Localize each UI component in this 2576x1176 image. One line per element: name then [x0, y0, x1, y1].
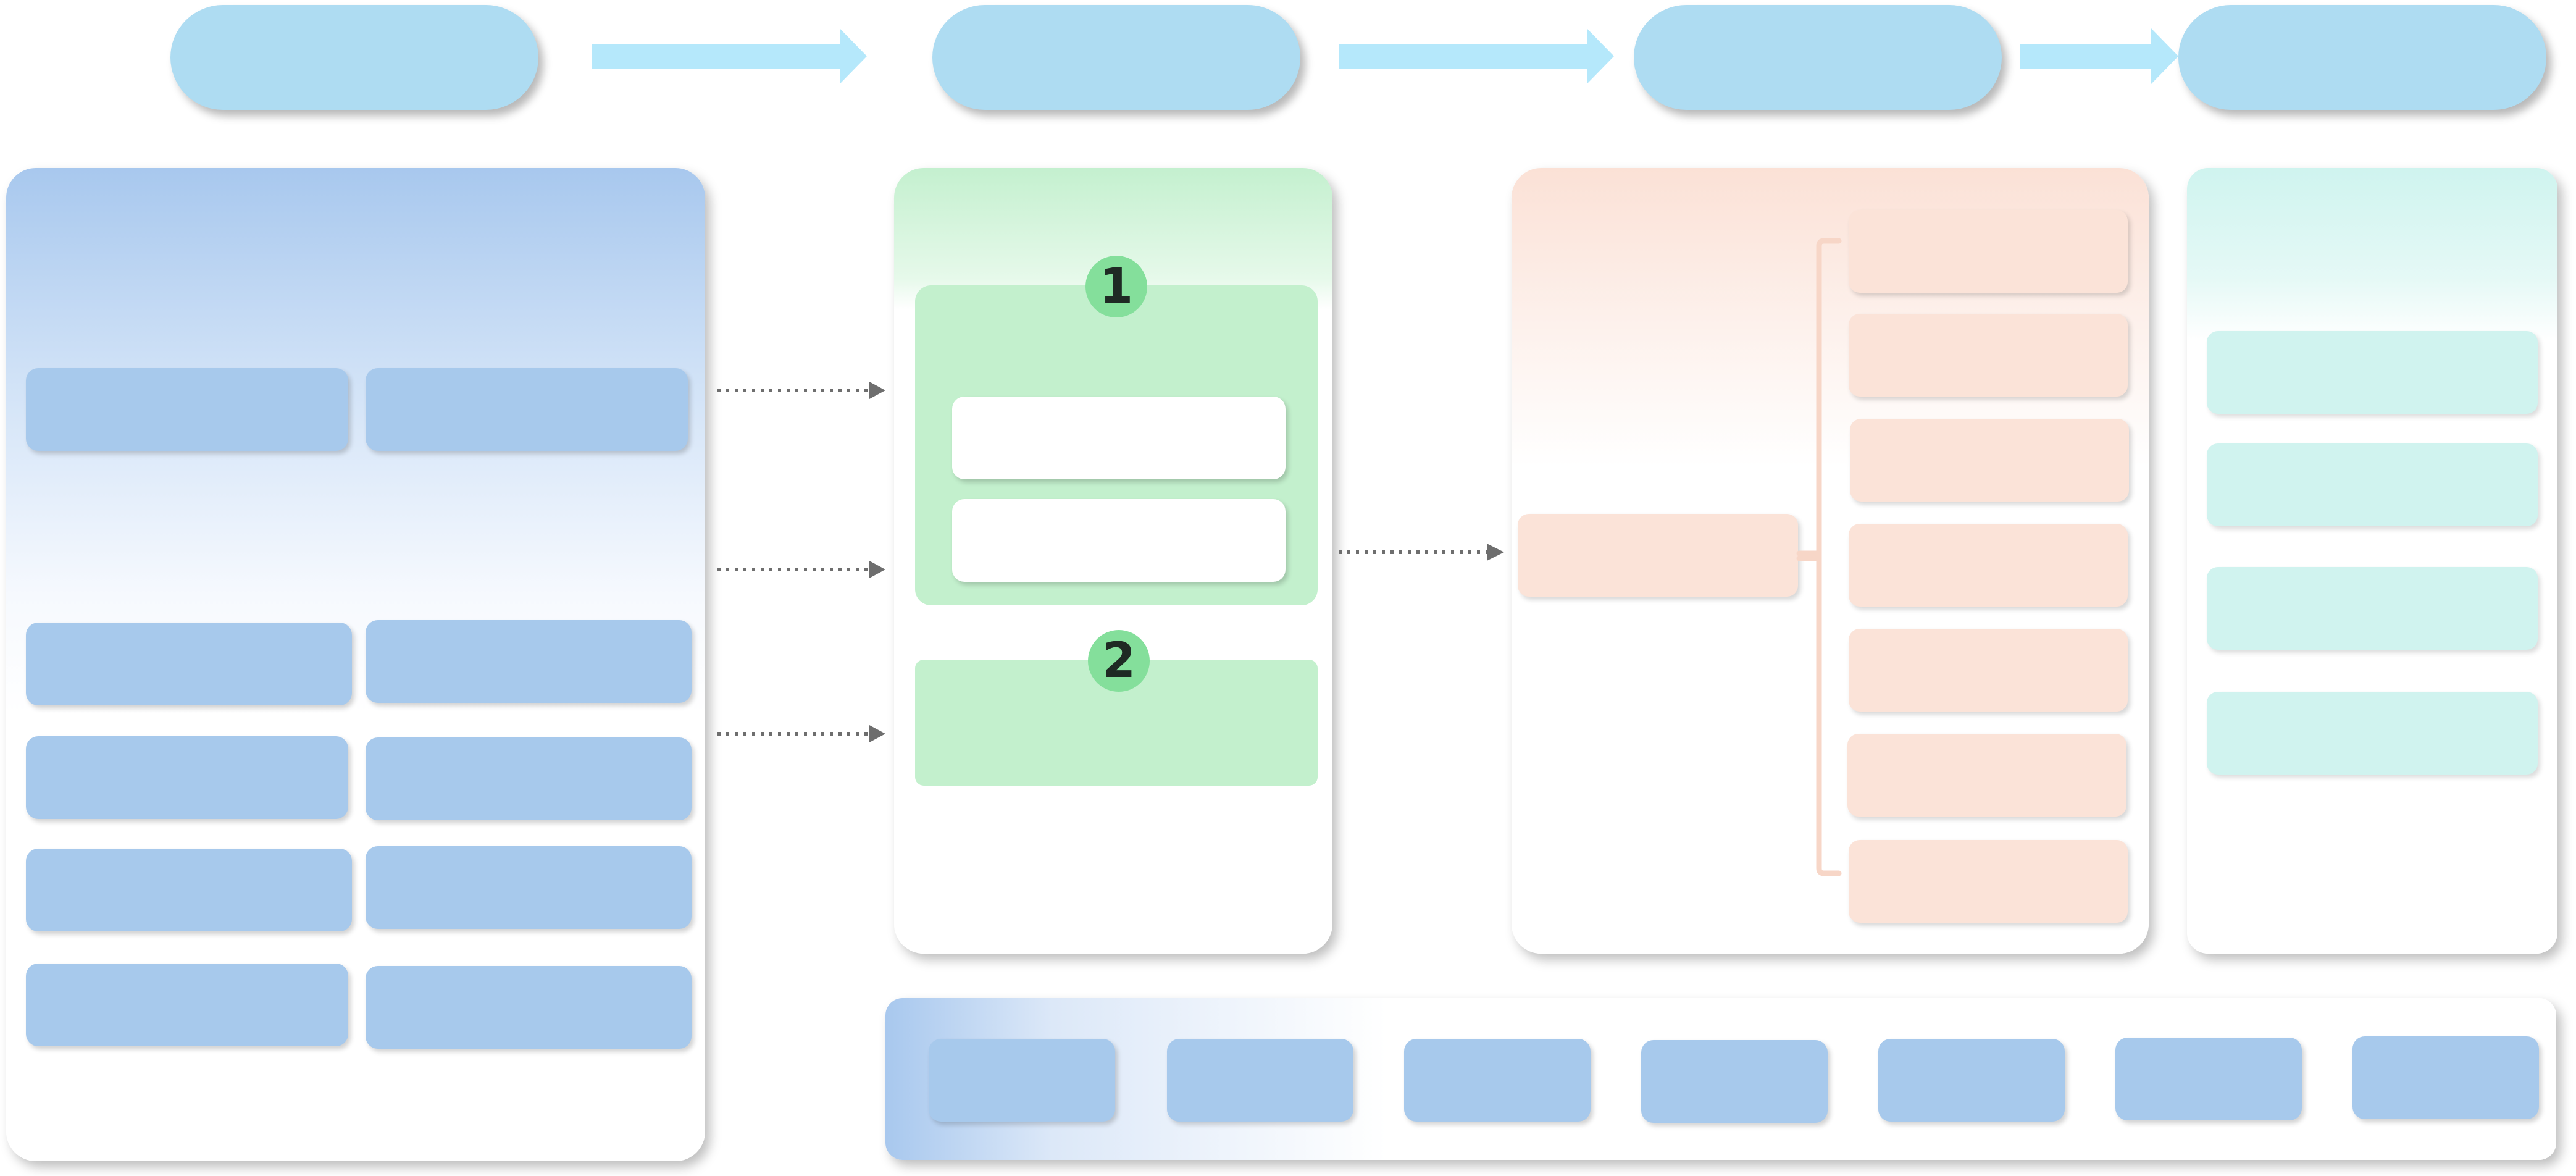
- blue-box: [26, 964, 348, 1046]
- teal-panel: [2187, 168, 2557, 954]
- white-box: [952, 397, 1286, 479]
- orange-box: [1850, 419, 2129, 502]
- bottom-strip: [885, 998, 2556, 1160]
- orange-box: [1847, 734, 2126, 817]
- orange-box: [1849, 840, 2128, 923]
- blue-box: [366, 737, 692, 820]
- stage-pill-1: [170, 5, 538, 110]
- blue-box: [1641, 1040, 1828, 1123]
- blue-box: [1878, 1039, 2065, 1122]
- blue-box: [26, 736, 348, 819]
- teal-box: [2207, 443, 2538, 526]
- blue-box: [1167, 1039, 1353, 1122]
- arrow-right-icon: [592, 28, 867, 84]
- orange-panel: [1512, 168, 2149, 954]
- blue-box: [929, 1039, 1115, 1122]
- arrow-right-icon: [2020, 28, 2178, 84]
- blue-box: [366, 620, 692, 703]
- blue-panel: [6, 168, 705, 1161]
- orange-box: [1849, 629, 2128, 712]
- step-badge-1: 1: [1085, 256, 1147, 317]
- orange-box: [1849, 524, 2128, 607]
- teal-box: [2207, 567, 2538, 650]
- step-badge-2: 2: [1088, 630, 1150, 692]
- blue-box: [366, 966, 692, 1049]
- blue-box: [26, 849, 352, 931]
- teal-box: [2207, 331, 2538, 414]
- blue-box: [366, 846, 692, 929]
- blue-box: [366, 368, 688, 451]
- teal-box: [2207, 692, 2538, 775]
- blue-box: [26, 368, 348, 451]
- branch-connector: [1796, 238, 1842, 876]
- blue-box: [2115, 1038, 2302, 1120]
- green-group-1: [915, 285, 1318, 605]
- blue-box: [26, 623, 352, 705]
- orange-box: [1849, 210, 2128, 293]
- orange-source-box: [1518, 514, 1798, 597]
- blue-box: [1404, 1039, 1591, 1122]
- blue-box: [2352, 1036, 2539, 1119]
- stage-pill-4: [2178, 5, 2546, 110]
- orange-box: [1849, 314, 2128, 397]
- arrow-right-icon: [1339, 28, 1614, 84]
- white-box: [952, 499, 1286, 582]
- green-panel: 1 2: [894, 168, 1332, 954]
- stage-pill-3: [1634, 5, 2002, 110]
- stage-pill-2: [932, 5, 1300, 110]
